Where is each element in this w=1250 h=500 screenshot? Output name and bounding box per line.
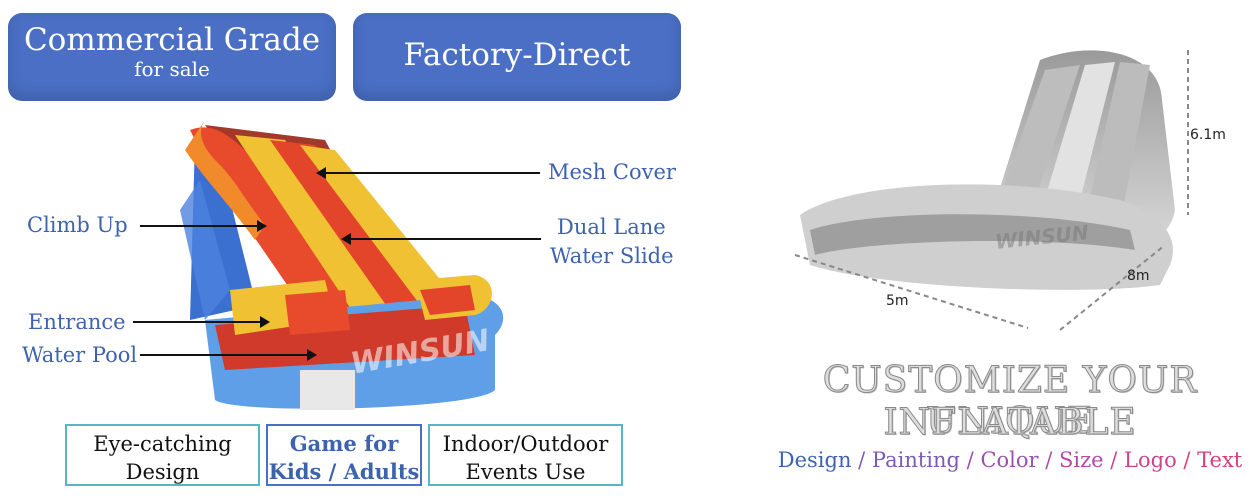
option-logo: Logo <box>1124 448 1177 472</box>
feature-line2: Design <box>125 460 200 484</box>
climb-up-arrow <box>140 220 267 232</box>
water-pool-arrow <box>140 349 317 361</box>
feature-game-for: Game for Kids / Adults <box>266 424 422 486</box>
commercial-grade-title: Commercial Grade <box>23 22 321 58</box>
length-dimension: 5m <box>886 293 909 309</box>
colored-slide-image <box>180 120 504 410</box>
option-separator: / <box>1176 448 1198 472</box>
option-separator: / <box>1103 448 1125 472</box>
option-separator: / <box>1038 448 1059 472</box>
option-design: Design <box>777 448 852 472</box>
feature-line2: Events Use <box>465 460 586 484</box>
feature-line1: Indoor/Outdoor <box>442 432 609 456</box>
feature-eye-catching: Eye-catching Design <box>65 424 260 486</box>
dual-lane-arrow <box>343 238 541 240</box>
factory-direct-title: Factory-Direct <box>403 37 631 73</box>
option-separator: / <box>960 448 981 472</box>
commercial-grade-badge: Commercial Grade for sale <box>8 13 336 101</box>
customize-line2: INFLATABLE <box>883 402 1137 444</box>
feature-indoor-outdoor: Indoor/Outdoor Events Use <box>428 424 623 486</box>
entrance-label: Entrance <box>28 310 126 334</box>
option-painting: Painting <box>871 448 960 472</box>
feature-line2: Kids / Adults <box>268 459 420 484</box>
water-pool-label: Water Pool <box>22 343 138 367</box>
width-dimension: 8m <box>1127 268 1150 284</box>
customize-options: Design / Painting / Color / Size / Logo … <box>770 448 1250 472</box>
customize-line1: CUSTOMIZE YOUR UNIQUE <box>822 360 1198 443</box>
option-color: Color <box>980 448 1039 472</box>
mesh-cover-label: Mesh Cover <box>548 160 676 184</box>
mesh-cover-arrow <box>318 172 540 174</box>
height-dimension: 6.1m <box>1190 127 1226 143</box>
entrance-arrow <box>133 316 270 328</box>
factory-direct-badge: Factory-Direct <box>353 13 681 101</box>
for-sale-text: for sale <box>134 57 210 81</box>
grayscale-slide-image <box>794 50 1189 331</box>
dual-lane-label-2: Water Slide <box>550 244 674 268</box>
climb-up-label: Climb Up <box>27 213 128 237</box>
option-size: Size <box>1058 448 1104 472</box>
option-text: Text <box>1197 448 1243 472</box>
feature-line1: Eye-catching <box>93 432 232 456</box>
feature-line1: Game for <box>289 431 399 456</box>
option-separator: / <box>851 448 872 472</box>
dual-lane-label-1: Dual Lane <box>557 215 666 239</box>
